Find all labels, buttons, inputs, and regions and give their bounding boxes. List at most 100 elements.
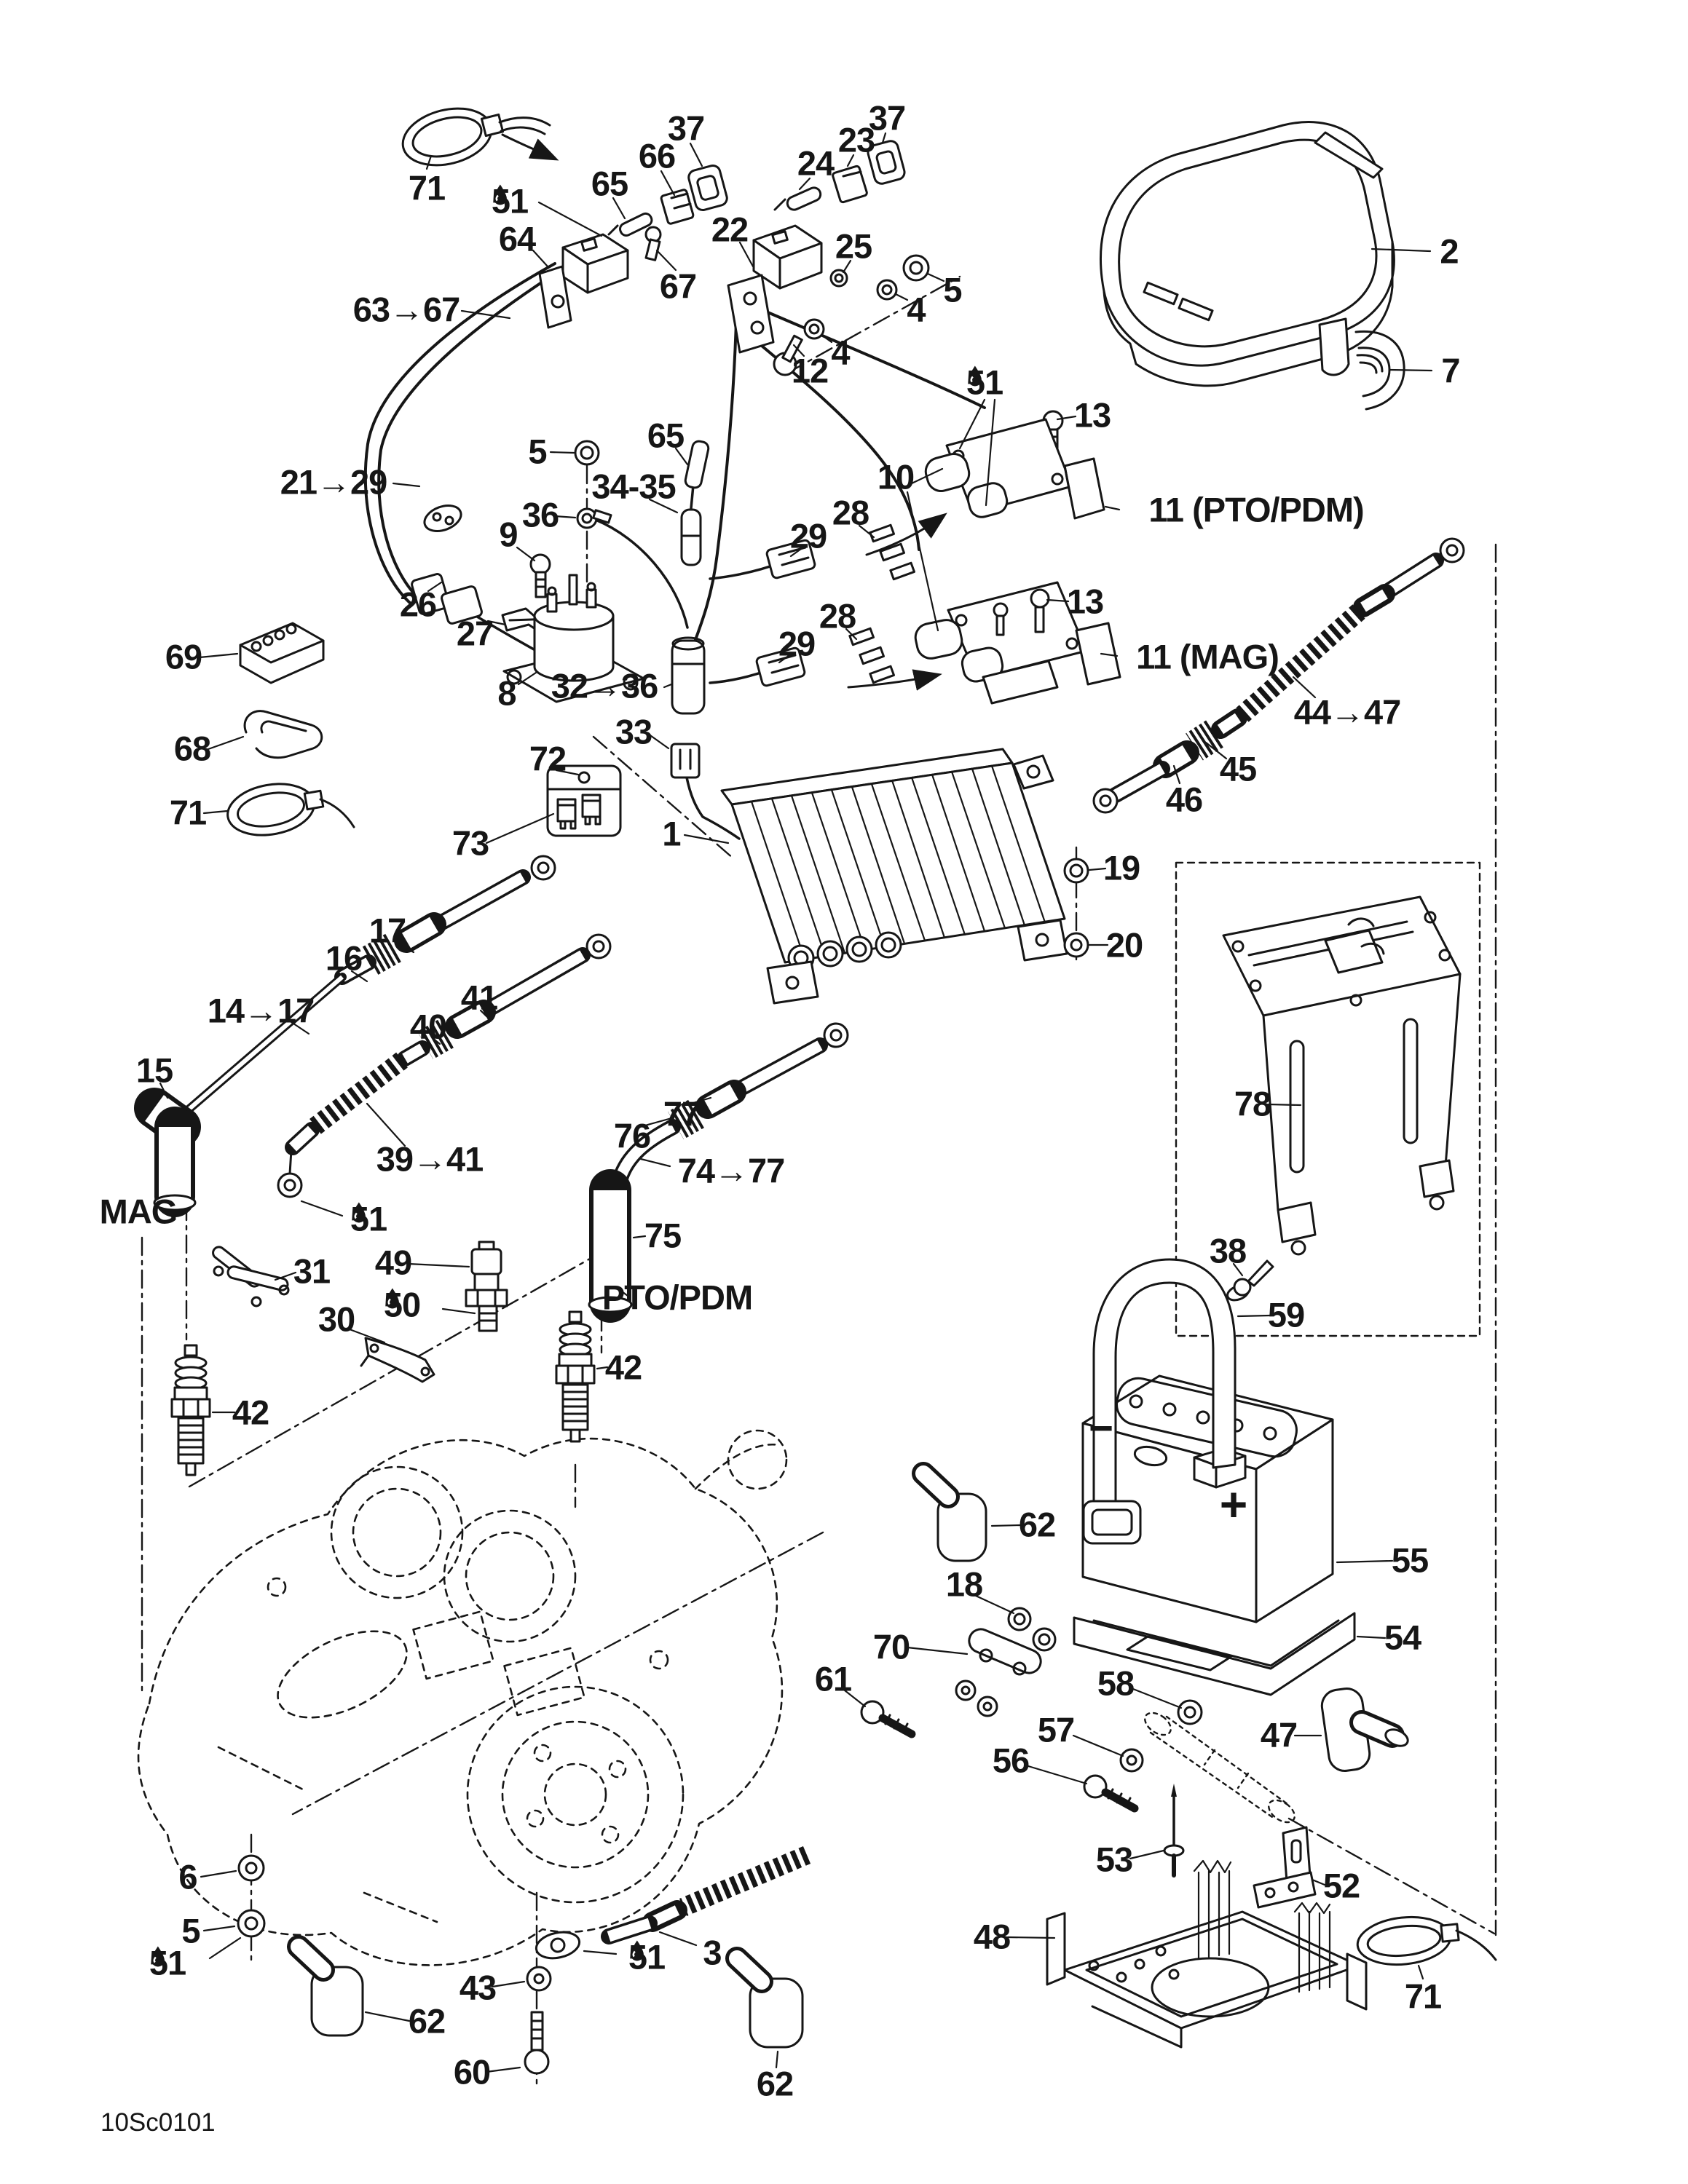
leader-68 [207,735,245,751]
leader-25 [842,259,852,274]
part-number: 20 [1105,925,1143,965]
callout-11-mag: 11 (MAG) [1136,640,1279,674]
callout-9: 9 [499,515,518,554]
callout-37-a: 37 [668,111,705,146]
nuts-18 [1007,1607,1057,1652]
connector-66 [660,189,695,225]
part-number: 21→29 [280,462,388,502]
part-number: 46 [1165,780,1203,819]
callout-66: 66 [639,139,676,173]
leader-55 [1336,1559,1394,1564]
callout-49: 49 [375,1246,412,1280]
part-number: 44→47 [1293,692,1402,732]
ignition-coil-pto [924,418,1105,520]
part-number: 48 [973,1917,1011,1956]
callout-60: 60 [453,2052,491,2092]
part-number: 26 [399,585,437,624]
leader-11-pto [1104,505,1121,511]
part-number: 15 [135,1051,173,1090]
part-number: 9 [499,515,518,554]
callout-63-67: 63→67 [353,293,461,327]
nut-5-bottom [237,1909,266,1938]
callout-42-b: 42 [605,1350,642,1385]
leader-51-e [583,1950,618,1955]
battery-tray-54 [1073,1612,1356,1696]
connector-23 [832,165,868,204]
bolt-67 [644,226,662,261]
ground-cable-3 [535,1846,811,1960]
engine-ghost [137,1429,788,1966]
callout-77: 77 [663,1097,701,1131]
callout-5-b: 5 [528,435,547,469]
callout-51-d: 51 [149,1946,186,1980]
temp-sensor-49 [465,1241,508,1332]
part-number: 16 [325,938,363,978]
callout-69: 69 [165,640,202,674]
callout-11-pto: 11 (PTO/PDM) [1148,493,1364,527]
terminal-boot-62-b [287,1935,364,2037]
callout-34-35: 34-35 [591,470,676,504]
terminal-boot-62-c [725,1947,804,2049]
leader-50 [441,1307,476,1315]
leader-42-b [596,1366,609,1370]
callout-28-b: 28 [819,599,856,633]
fuse-34-35 [680,508,702,566]
callout-3: 3 [703,1936,722,1970]
callout-48: 48 [973,1917,1011,1956]
thread-locker-droplet-icon [151,1946,165,1967]
part-number: 24 [797,143,835,183]
spark-plug-cable-39-41 [277,933,612,1198]
leader-54 [1356,1635,1387,1639]
callout-4-a: 4 [907,293,926,327]
callout-45: 45 [1220,752,1257,786]
part-number: 60 [453,2052,491,2092]
leader-63-67 [460,309,511,320]
callout-39-41: 39→41 [376,1142,484,1176]
part-number: 36 [521,495,559,534]
leader-52 [1311,1878,1326,1886]
callout-51-c: 51 [350,1202,387,1236]
callout-24: 24 [797,143,835,183]
leader-36 [553,515,577,519]
callout-73: 73 [452,826,489,860]
leader-4-b [820,333,833,344]
leader-13-a [1056,415,1077,421]
leader-69 [198,652,239,659]
thread-locker-droplet-icon [493,184,507,205]
leader-73 [485,812,555,844]
leader-15 [159,1082,169,1099]
leader-13-b [1046,598,1070,603]
callout-19: 19 [1103,851,1140,885]
callout-28-a: 28 [832,496,869,530]
coil-mag-arrow [847,669,942,691]
spark-plug-cable-14-17 [134,855,556,1217]
spark-plug-cap-15 [134,1088,201,1217]
terminal-boot-62-a [912,1462,987,1562]
ignition-coil-mag [914,581,1121,705]
battery-positive-mark: + [1219,1477,1248,1531]
leader-78 [1267,1103,1302,1107]
leader-62-c [775,2050,779,2069]
part-number: 5 [181,1911,200,1950]
part-number: 78 [1234,1084,1271,1123]
part-number: 64 [498,219,536,258]
part-number: 42 [232,1393,269,1432]
leader-43 [491,1980,526,1988]
leader-71-top [425,154,433,170]
part-number: 7 [1441,351,1460,390]
callout-17: 17 [369,914,406,948]
part-number: 29 [778,624,816,663]
spark-plug-42-mag [170,1344,211,1476]
bracket-31 [212,1246,290,1307]
part-number: 74→77 [677,1151,786,1190]
leader-33 [647,732,670,750]
battery-strap-59 [1082,1258,1237,1545]
part-number: 28 [832,493,869,532]
callout-47-b: 47 [1261,1718,1298,1752]
leader-7 [1388,368,1433,372]
fuse-65-top [607,212,653,237]
leader-64 [532,249,549,268]
callout-65-a: 65 [591,167,628,201]
leader-27 [486,620,507,626]
starter-cable-44-47 [1092,537,1465,814]
